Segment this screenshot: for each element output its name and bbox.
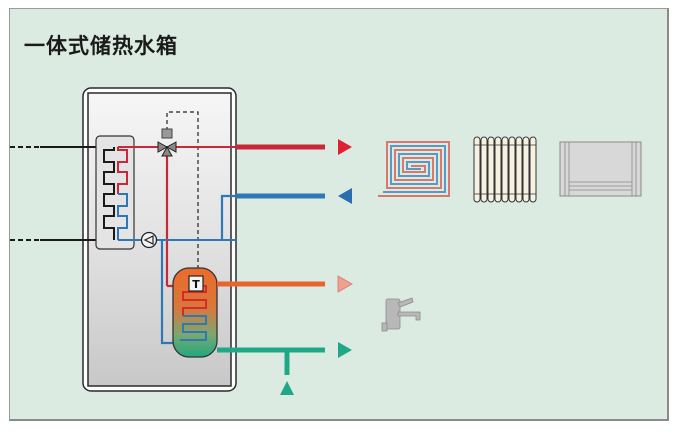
- sensor-label: T: [192, 278, 200, 291]
- underfloor-heating-icon: [378, 141, 450, 197]
- plate-heat-exchanger: [95, 135, 135, 250]
- cold-water-pipe: [217, 347, 325, 375]
- return-arrow-icon: [338, 188, 352, 204]
- fan-coil-unit-icon: [559, 141, 642, 197]
- circulation-pump-icon: [140, 231, 158, 249]
- control-signal-line: [166, 111, 199, 270]
- supply-arrow-icon: [338, 139, 352, 155]
- water-tap-icon: [381, 297, 421, 332]
- cold-water-inlet-arrow-icon: [280, 381, 294, 395]
- hot-water-cylinder: [172, 267, 218, 358]
- three-way-valve-icon: [157, 128, 177, 157]
- cold-water-out-arrow-icon: [338, 342, 352, 358]
- diagram-title: 一体式储热水箱: [24, 34, 178, 58]
- radiator-icon: [473, 136, 537, 203]
- temperature-sensor: T: [188, 275, 204, 292]
- hot-water-arrow-icon: [337, 275, 353, 293]
